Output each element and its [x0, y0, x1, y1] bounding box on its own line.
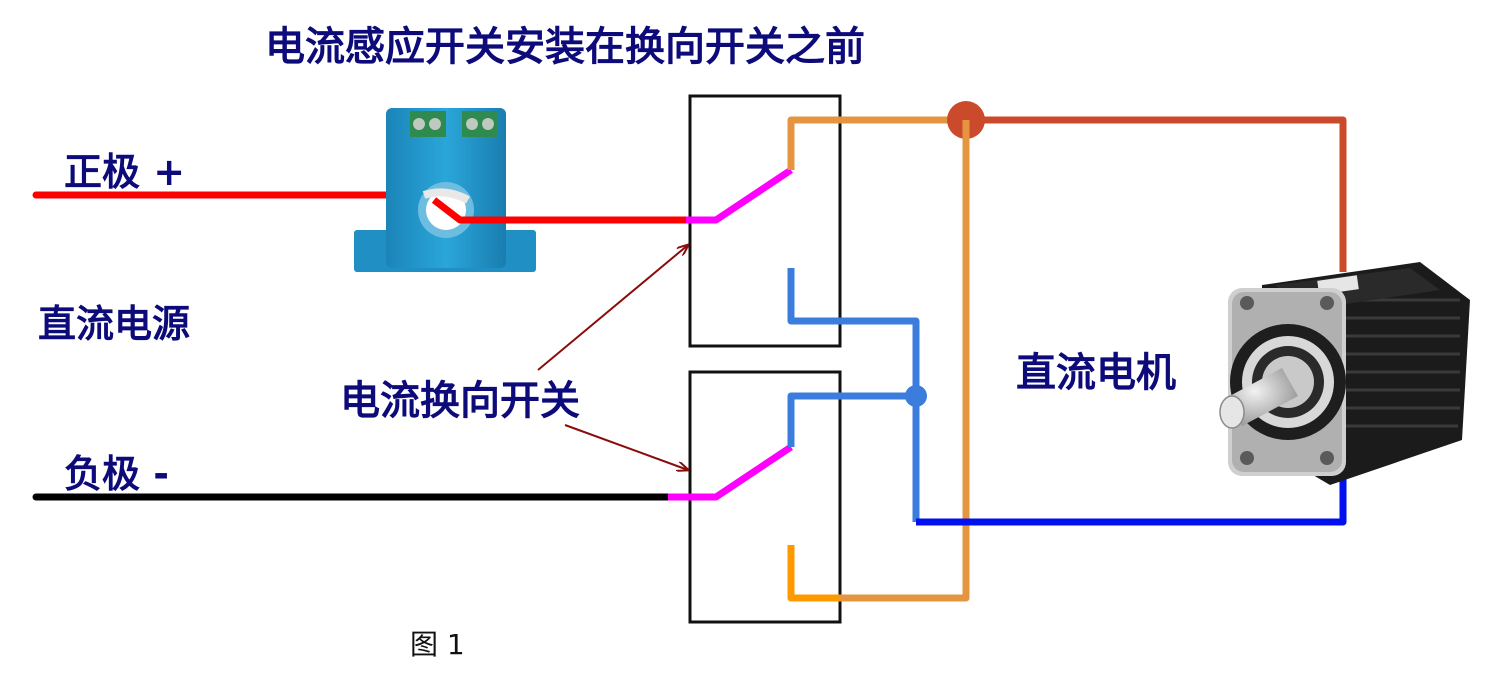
- lower-switch-blade: [668, 444, 793, 501]
- orange-cross-wire: [838, 120, 970, 602]
- upper-switch-blade: [686, 167, 793, 224]
- sensor-to-switch-wire: [431, 197, 688, 224]
- dc-source-label: 直流电源: [38, 302, 190, 346]
- upper-blue-contact-wire: [787, 268, 920, 522]
- diagram-title: 电流感应开关安装在换向开关之前: [265, 24, 865, 70]
- positive-label: 正极 +: [64, 150, 185, 194]
- negative-label: 负极 -: [64, 452, 169, 496]
- reversing-switch-label: 电流换向开关: [340, 378, 580, 424]
- lower-orange-contact: [787, 545, 840, 602]
- blue-junction: [905, 385, 927, 407]
- upper-orange-contact-wire: [787, 116, 952, 170]
- lower-blue-contact-wire: [787, 392, 916, 447]
- motor-red-wire: [966, 116, 1347, 272]
- figure-caption: 图 1: [410, 628, 465, 661]
- dc-motor-icon: [1219, 262, 1470, 485]
- motor-label: 直流电机: [1016, 350, 1176, 396]
- arrow-to-upper-switch: [537, 245, 688, 371]
- current-sensor-icon: [354, 108, 536, 272]
- arrow-to-lower-switch: [564, 424, 688, 470]
